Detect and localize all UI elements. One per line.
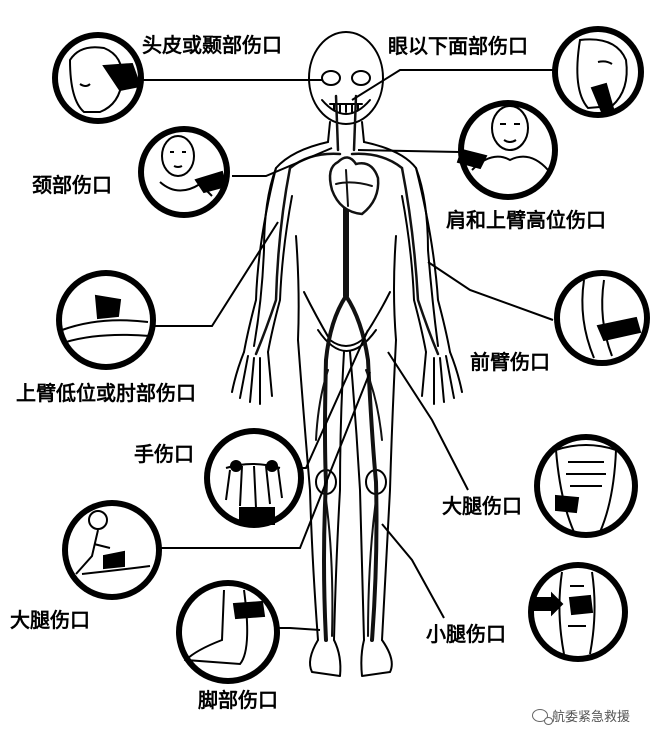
inset-foot (176, 580, 280, 684)
watermark: 航委紧急救援 (532, 706, 630, 725)
watermark-text: 航委紧急救援 (552, 710, 631, 725)
right-leg-inner (349, 351, 365, 641)
label-forearm: 前臂伤口 (470, 350, 550, 374)
pelvis (303, 291, 391, 347)
right-foot (360, 639, 393, 677)
seated-thigh-pressure-icon (75, 510, 151, 575)
inset-shoulder (456, 100, 558, 200)
arm-pressure-icon (61, 294, 151, 343)
left-leg-inner (333, 351, 345, 641)
carotid-right (352, 94, 358, 152)
carotid-left (334, 94, 340, 152)
thigh-pressure-icon (555, 444, 617, 533)
neck-pressure-icon (159, 135, 228, 197)
label-lower-arm-elbow: 上臂低位或肘部伤口 (16, 381, 196, 405)
right-arm-inner (401, 195, 427, 353)
inset-thigh-right (534, 434, 638, 538)
teeth (329, 103, 363, 113)
label-foot: 脚部伤口 (198, 688, 278, 712)
leader-lines (132, 69, 556, 631)
leader-thigh-right (387, 351, 469, 491)
shoulder-pressure-icon (456, 105, 549, 171)
inset-below-eye (552, 26, 644, 118)
skull (308, 31, 384, 125)
wechat-icon (532, 709, 553, 725)
jaw (321, 99, 371, 115)
tibial-left (325, 499, 334, 637)
calf-pressure-icon (531, 571, 596, 655)
inset-neck (138, 126, 230, 218)
left-leg-outer (297, 339, 319, 641)
left-arm-outer (243, 167, 277, 353)
hand-pressure-icon (225, 460, 283, 525)
neck (327, 121, 365, 143)
label-calf: 小腿伤口 (426, 622, 506, 646)
jaw-pressure-icon (576, 38, 628, 113)
femoral-branch-left (315, 369, 329, 441)
label-shoulder-upper-arm: 肩和上臂高位伤口 (446, 208, 606, 232)
left-hand (231, 351, 273, 405)
pelvis-bowl (317, 329, 377, 352)
eye-socket-right (351, 70, 371, 86)
iliac-right (344, 294, 379, 642)
forearm-pressure-icon (581, 279, 642, 359)
inset-scalp (52, 32, 144, 124)
iliac-left (322, 294, 348, 642)
label-thigh-left: 大腿伤口 (10, 608, 90, 632)
leader-forearm (427, 261, 554, 321)
human-body-figure (231, 31, 463, 677)
leader-below-eye (351, 69, 556, 101)
label-scalp: 头皮或颞部伤口 (142, 33, 282, 57)
label-hand: 手伤口 (134, 442, 194, 466)
right-arm-outer (415, 167, 451, 353)
label-thigh-right: 大腿伤口 (442, 494, 522, 518)
subclavian-right (350, 152, 440, 356)
left-foot (309, 639, 342, 677)
label-below-eye: 眼以下面部伤口 (388, 34, 528, 58)
label-neck: 颈部伤口 (32, 173, 112, 197)
heart-chambers (335, 169, 373, 207)
leader-shoulder (357, 149, 461, 153)
waist-left (295, 235, 300, 341)
inset-calf (528, 562, 628, 662)
leader-neck (232, 147, 333, 177)
heart (328, 156, 380, 216)
foot-pressure-icon (183, 589, 266, 666)
right-hand (421, 351, 463, 405)
right-leg-outer (381, 339, 397, 641)
leader-calf (381, 523, 445, 619)
leader-thigh-left (132, 371, 371, 549)
inset-thigh-left (62, 500, 162, 600)
eye-socket-left (321, 70, 341, 86)
inset-lower-arm (56, 270, 156, 370)
waist-right (393, 235, 397, 341)
scalp-pressure-icon (68, 46, 142, 113)
inset-forearm (554, 270, 650, 366)
leader-lower-arm (155, 221, 279, 327)
inset-hand (204, 428, 304, 528)
left-arm-inner (267, 195, 293, 353)
tibial-right (367, 499, 377, 637)
